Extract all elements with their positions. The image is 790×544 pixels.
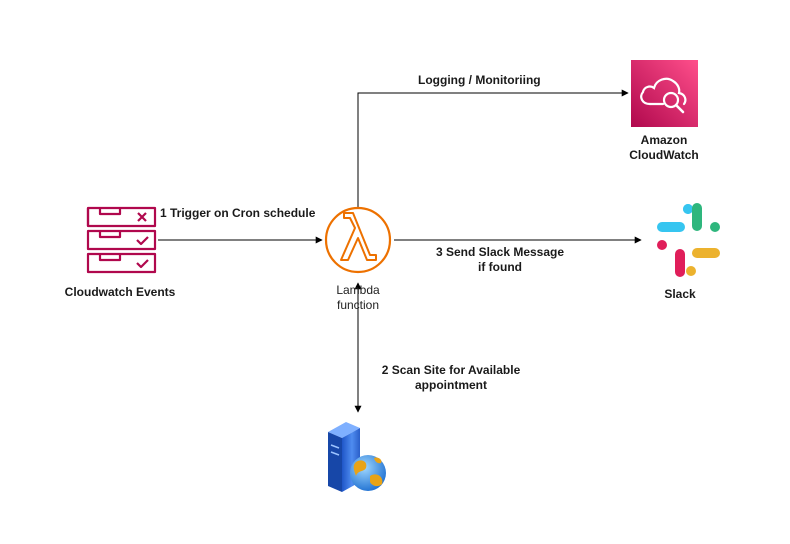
cloudwatch-icon (631, 60, 698, 127)
edge-send-label: 3 Send Slack Message if found (420, 245, 580, 275)
cloudwatch-label-line2: CloudWatch (629, 148, 699, 162)
lambda-label: Lambda function (318, 283, 398, 313)
edge-scan-label-line1: 2 Scan Site for Available (381, 363, 521, 377)
edge-scan-label: 2 Scan Site for Available appointment (366, 363, 536, 393)
slack-icon (657, 203, 720, 277)
slack-label: Slack (664, 287, 696, 301)
lambda-icon (324, 206, 392, 274)
cloudwatch-label-line1: Amazon (640, 133, 688, 147)
web-server-icon (328, 422, 386, 492)
cloudwatch-events-icon (86, 206, 157, 274)
edge-trigger-label: 1 Trigger on Cron schedule (160, 206, 316, 220)
lambda-label-line1: Lambda (336, 283, 380, 297)
lambda-label-line2: function (336, 298, 380, 312)
cloudwatch-events-label: Cloudwatch Events (64, 285, 176, 299)
edge-send-label-line1: 3 Send Slack Message (435, 245, 565, 259)
cloudwatch-label: Amazon CloudWatch (614, 133, 714, 163)
edge-logging (357, 89, 629, 208)
edge-send-label-line2: if found (478, 260, 522, 274)
edge-logging-label: Logging / Monitoriing (418, 73, 541, 87)
edge-scan-label-line2: appointment (415, 378, 487, 392)
